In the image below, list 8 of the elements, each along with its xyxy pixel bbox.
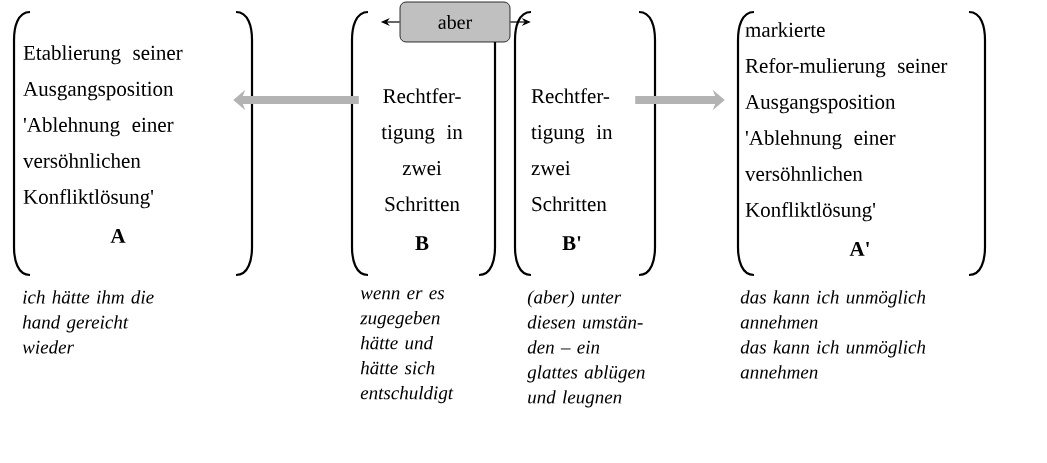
bracket-group: Etablierung seiner Ausgangsposition 'Ablehnung einer versöhnlichen Konfliktlösung' A [12, 10, 254, 277]
label-box: aber [399, 1, 511, 43]
example-text: das kann ich unmöglich annehmen [740, 340, 926, 379]
bracket-group: Rechtfer-tigung in zwei Schritten B' [513, 10, 657, 277]
example-text: ich hätte ihm die hand gereicht wieder [22, 290, 154, 354]
example-text: wenn er es zugegeben hätte und hätte sich entschuldigt [360, 290, 454, 404]
example-text: (aber) unter diesen umstän-den – ein glattes ablügen und leugnen [527, 290, 645, 408]
bracket-group: markierte Refor-mulierung seiner Ausgangsposition 'Ablehnung einer versöhnlichen Konfliktlösung' A' [736, 10, 987, 277]
